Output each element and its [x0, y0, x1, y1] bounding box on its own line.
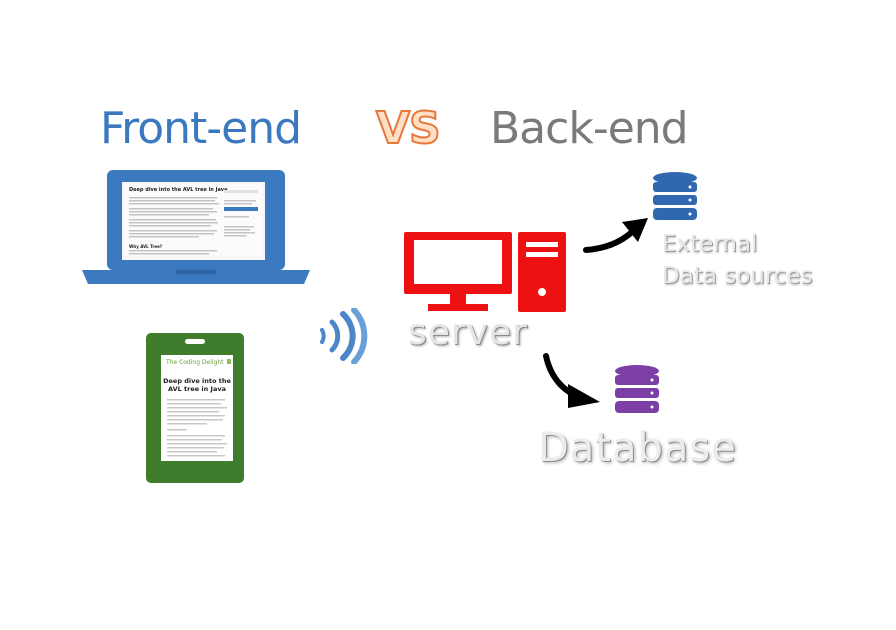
laptop-article-title: Deep dive into the AVL tree in Java — [129, 187, 228, 193]
phone-article-title: Deep dive into the AVL tree in Java — [163, 377, 231, 393]
arrow-to-external-icon — [583, 218, 648, 253]
laptop-section-title: Why AVL Tree? — [129, 244, 163, 249]
external-label-line2: Data sources — [662, 263, 813, 289]
external-database-icon — [653, 172, 697, 220]
database-label: Database — [538, 425, 737, 471]
server-label: server — [408, 312, 528, 353]
external-data-sources-label: External Data sources — [662, 228, 813, 292]
laptop-screen-content: Deep dive into the AVL tree in Java Why … — [124, 184, 263, 256]
phone-text-lines — [167, 359, 231, 457]
server-icon — [404, 232, 566, 312]
phone-screen-content: The Coding Delight Deep dive into the AV… — [161, 355, 233, 461]
back-end-title: Back-end — [490, 103, 689, 154]
wifi-signal-icon — [320, 308, 368, 364]
database-icon — [615, 365, 659, 413]
laptop-text-lines — [129, 190, 258, 255]
phone-site-name: The Coding Delight — [166, 359, 224, 366]
external-label-line1: External — [662, 231, 758, 257]
vs-label: VS — [375, 102, 442, 155]
arrow-to-database-icon — [543, 353, 600, 408]
front-end-title: Front-end — [100, 103, 302, 154]
